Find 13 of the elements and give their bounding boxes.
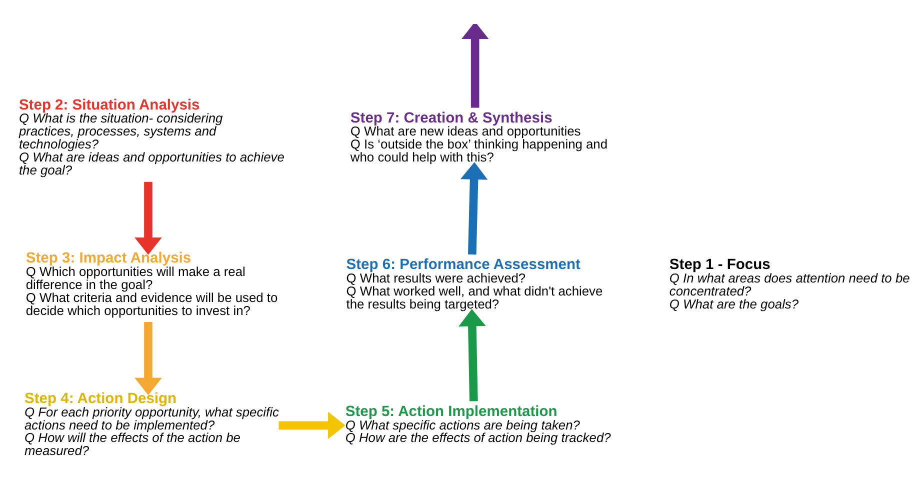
arrow — [134, 181, 162, 254]
arrow — [458, 308, 486, 401]
node-text: Step 5: Action Implementation Q What specific actions are being taken? Q How are the effects of action being tracked? — [345, 403, 611, 445]
node-text: Step 1 - Focus Q In what areas does attention need to be concentrated? Q What are the goals? — [669, 256, 910, 311]
node-text: Step 7: Creation & Synthesis Q What are new ideas and opportunities Q Is ‘outside the box’ thinking happening and who could help with this? — [350, 110, 608, 164]
arrow — [134, 321, 162, 395]
node-text: Step 4: Action Design Q For each priority opportunity, what specific actions need to be implemented? Q How will the effects of the action be measured? — [24, 390, 279, 458]
node-text: Step 3: Impact Analysis Q Which opportunities will make a real difference in the goal? Q What criteria and evidence will be used to decide which opportunities to invest in? — [26, 250, 278, 318]
node-text: Step 6: Performance Assessment Q What results were achieved? Q What worked well, and what didn't achieve the results being targeted? — [346, 256, 603, 311]
arrow — [278, 411, 346, 439]
arrow — [460, 162, 488, 254]
arrow — [461, 24, 489, 108]
node-text: Step 2: Situation Analysis Q What is the situation- considering practices, processes, systems and technologies? Q What are ideas and opportunities to achieve the goal? — [18, 96, 284, 177]
